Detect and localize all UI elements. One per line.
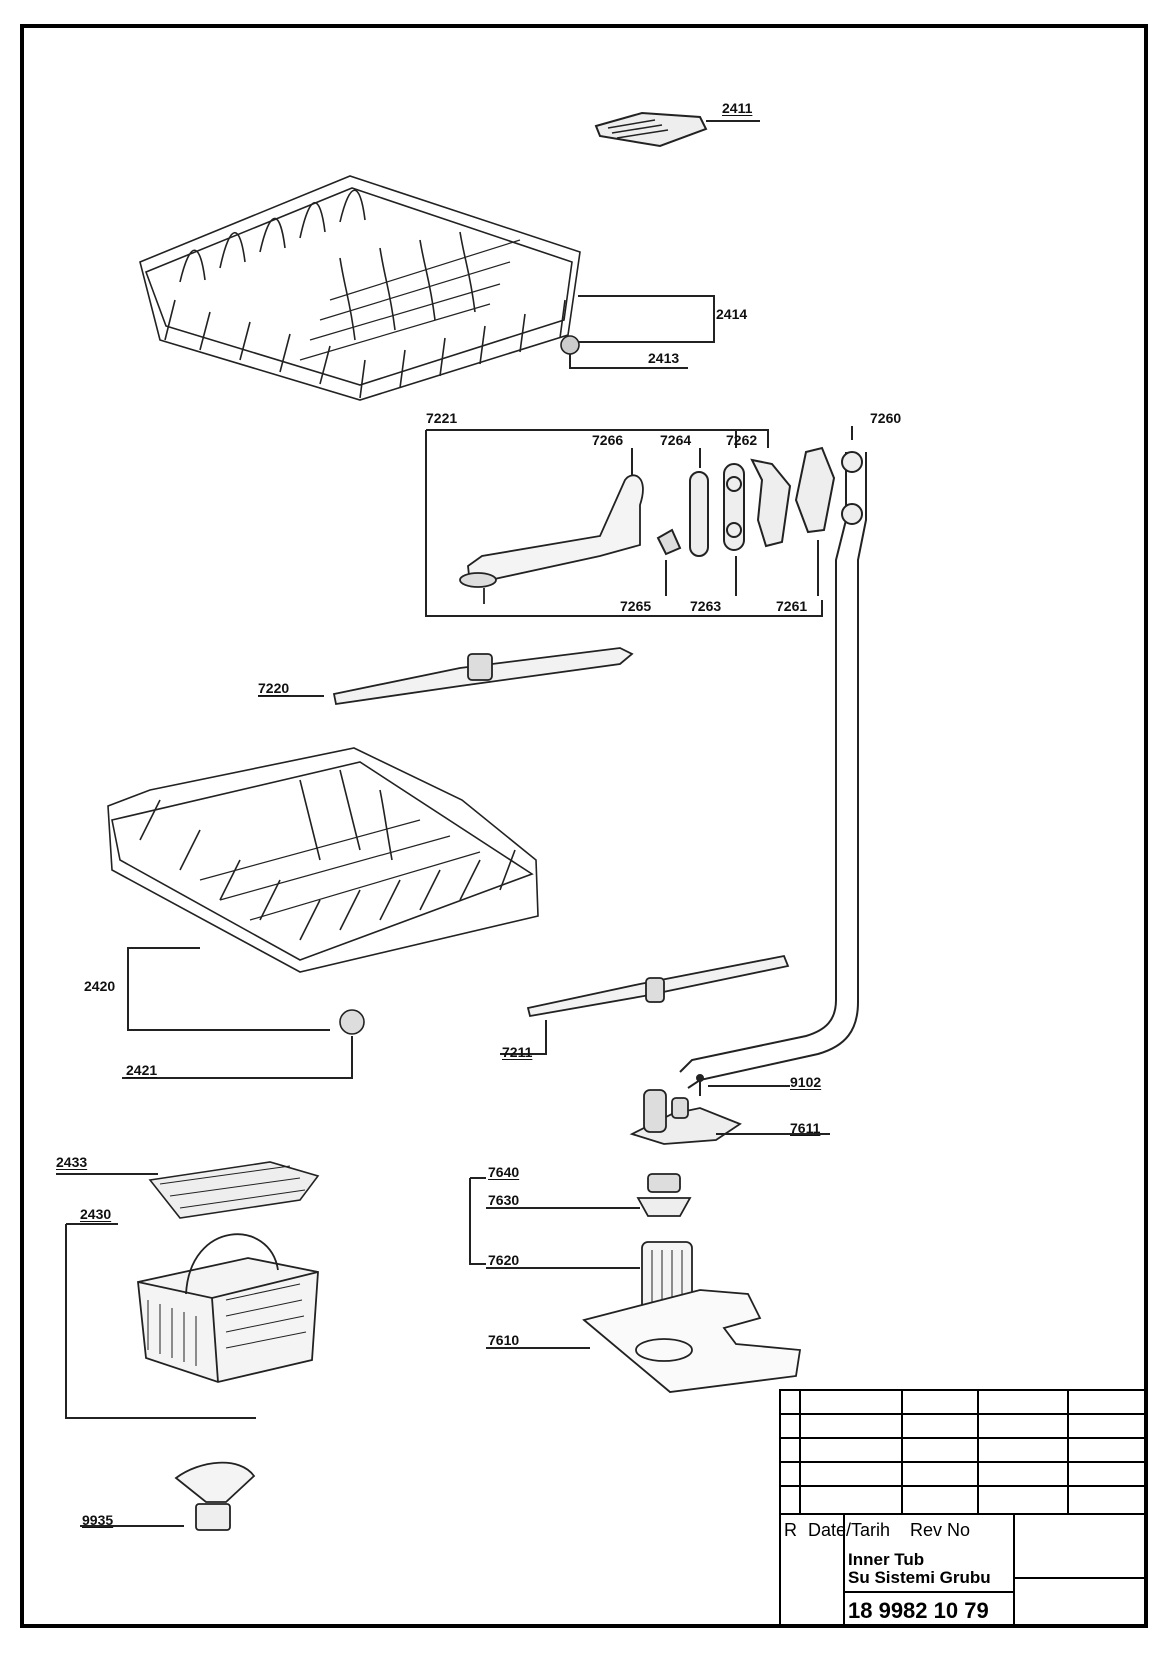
part-label-7220: 7220 bbox=[258, 680, 290, 696]
date-header: Date/Tarih bbox=[808, 1520, 891, 1540]
part-label-2413: 2413 bbox=[648, 350, 680, 366]
part-7260-pipe bbox=[679, 426, 867, 1089]
part-label-7262: 7262 bbox=[726, 432, 758, 448]
part-label-9102: 9102 bbox=[790, 1074, 822, 1090]
part-label-7630: 7630 bbox=[488, 1192, 520, 1208]
upper-basket-illustration bbox=[139, 175, 581, 401]
part-7262-bracket bbox=[750, 458, 792, 548]
title-block bbox=[779, 1389, 1147, 1627]
part-9102-screw bbox=[696, 1074, 790, 1096]
part-7265-clip bbox=[656, 528, 682, 556]
part-7263-gasket bbox=[723, 463, 745, 551]
part-7630-filter-cap bbox=[486, 1173, 692, 1217]
part-label-2433: 2433 bbox=[56, 1154, 88, 1170]
part-label-7266: 7266 bbox=[592, 432, 624, 448]
part-2430-cutlery-basket bbox=[65, 1223, 319, 1419]
lower-basket-illustration bbox=[107, 747, 539, 1035]
part-label-2414: 2414 bbox=[716, 306, 748, 322]
group-7221-bracket bbox=[425, 430, 823, 617]
title-line-2: Su Sistemi Grubu bbox=[848, 1568, 991, 1587]
part-7261-bracket bbox=[794, 446, 836, 534]
part-7610-filter-plate bbox=[486, 1289, 802, 1393]
part-label-2421: 2421 bbox=[126, 1062, 158, 1078]
drawing-border bbox=[20, 24, 1148, 1628]
part-label-7265: 7265 bbox=[620, 598, 652, 614]
part-7220-spray-arm bbox=[258, 647, 634, 706]
part-label-7640: 7640 bbox=[488, 1164, 520, 1180]
part-7266-arm bbox=[459, 474, 644, 604]
rev-no-header: Rev No bbox=[910, 1520, 971, 1540]
part-label-7611: 7611 bbox=[790, 1120, 821, 1136]
part-label-9935: 9935 bbox=[82, 1512, 114, 1528]
part-label-7610: 7610 bbox=[488, 1332, 520, 1348]
part-label-7261: 7261 bbox=[776, 598, 808, 614]
part-label-7211: 7211 bbox=[502, 1044, 533, 1060]
part-label-7264: 7264 bbox=[660, 432, 692, 448]
part-9935-funnel bbox=[80, 1461, 256, 1531]
drawing-number: 18 9982 10 79 bbox=[848, 1598, 989, 1623]
part-label-2411: 2411 bbox=[722, 100, 753, 116]
part-label-7620: 7620 bbox=[488, 1252, 520, 1268]
part-label-2430: 2430 bbox=[80, 1206, 112, 1222]
part-7211-spray-arm bbox=[500, 954, 790, 1055]
part-2433-cutlery-grid bbox=[56, 1161, 320, 1219]
title-line-1: Inner Tub bbox=[848, 1550, 925, 1569]
rev-letter: R bbox=[784, 1520, 797, 1540]
part-label-7263: 7263 bbox=[690, 598, 722, 614]
part-7611-manifold bbox=[629, 1089, 830, 1145]
part-label-7260: 7260 bbox=[870, 410, 902, 426]
part-label-7221: 7221 bbox=[426, 410, 458, 426]
part-label-2420: 2420 bbox=[84, 978, 116, 994]
part-7264-gasket bbox=[689, 471, 709, 557]
part-2411-shelf bbox=[594, 111, 760, 148]
